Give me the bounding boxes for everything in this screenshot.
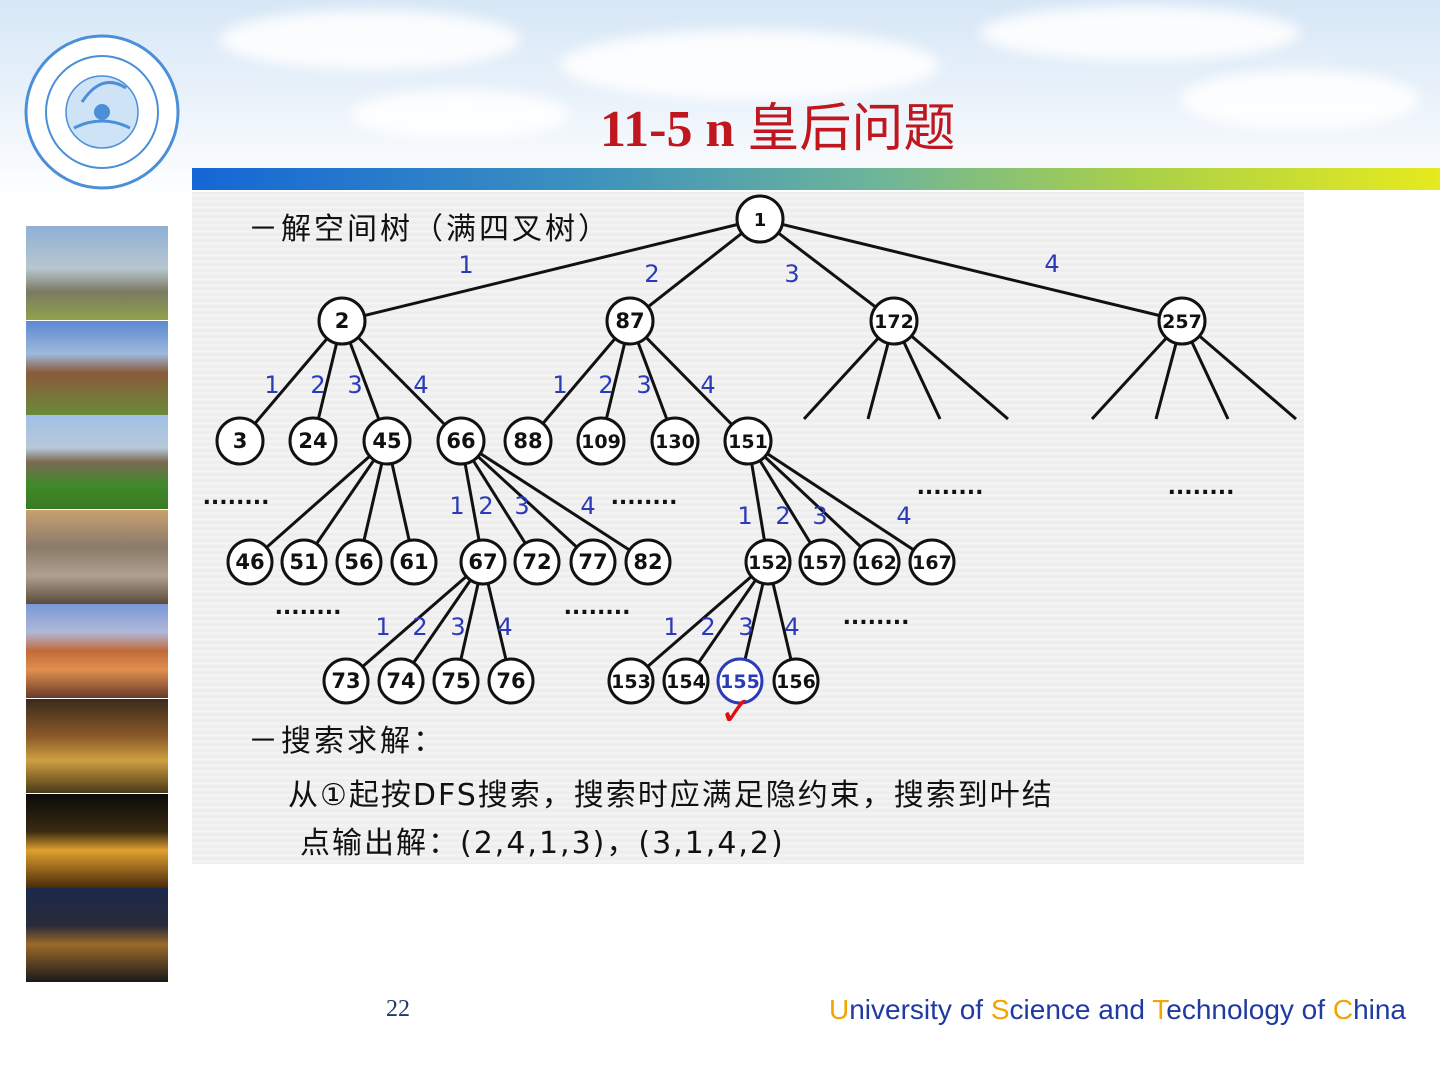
tree-node-label: 24 [298, 429, 327, 453]
edge-label: 2 [700, 613, 715, 641]
edge-label: 1 [449, 492, 464, 520]
footer-university-name: University of Science and Technology of … [829, 994, 1406, 1026]
edge-label: 2 [478, 492, 493, 520]
edge-label: 4 [497, 613, 512, 641]
edge-label: 2 [598, 371, 613, 399]
description-line-1: 从①起按DFS搜索，搜索时应满足隐约束，搜索到叶结 [288, 770, 1054, 814]
tree-node-label: 167 [912, 552, 952, 574]
tree-node-label: 82 [633, 550, 662, 574]
edge-label: 4 [1044, 250, 1059, 278]
tree-node-label: 51 [289, 550, 318, 574]
edge-label: 1 [375, 613, 390, 641]
tree-node-label: 75 [441, 669, 470, 693]
tree-node-label: 45 [372, 429, 401, 453]
tree-node-label: 152 [748, 552, 788, 574]
tree-node-label: 73 [331, 669, 360, 693]
ellipsis-marker: ........ [611, 485, 678, 510]
edge-label: 3 [784, 260, 799, 288]
edge-label: 2 [644, 260, 659, 288]
tree-node-label: 87 [615, 309, 644, 333]
tree-node-label: 2 [335, 309, 350, 333]
edge-label: 3 [636, 371, 651, 399]
tree-node-label: 74 [386, 669, 415, 693]
description-line-2: 点输出解：(2,4,1,3)，(3,1,4,2) [300, 818, 785, 862]
tree-node-label: 172 [874, 311, 914, 333]
heading-search: －搜索求解： [248, 716, 446, 760]
edge-label: 3 [514, 492, 529, 520]
edge-label: 3 [347, 371, 362, 399]
ellipsis-marker: ........ [1168, 475, 1235, 500]
tree-node-label: 156 [776, 671, 816, 693]
tree-node-label: 76 [496, 669, 525, 693]
tree-node-label: 157 [802, 552, 842, 574]
page-number: 22 [386, 996, 410, 1023]
edge-label: 1 [458, 251, 473, 279]
tree-node-label: 66 [446, 429, 475, 453]
edge-label: 2 [310, 371, 325, 399]
tree-node-label: 77 [578, 550, 607, 574]
tree-node-label: 72 [522, 550, 551, 574]
tree-node-label: 1 [754, 210, 767, 231]
ellipsis-marker: ........ [917, 475, 984, 500]
tree-node-label: 56 [344, 550, 373, 574]
tree-node-label: 153 [611, 671, 651, 693]
edge-label: 1 [264, 371, 279, 399]
tree-node-label: 162 [857, 552, 897, 574]
solution-check-icon: ✓ [719, 689, 753, 735]
ellipsis-marker: ........ [843, 605, 910, 630]
ellipsis-marker: ........ [275, 595, 342, 620]
tree-node-label: 151 [728, 431, 768, 453]
edge-label: 2 [775, 502, 790, 530]
edge-label: 4 [700, 371, 715, 399]
edge-label: 3 [812, 502, 827, 530]
heading-solution-tree: －解空间树（满四叉树） [248, 204, 611, 248]
tree-node-label: 46 [235, 550, 264, 574]
tree-edge [760, 219, 1182, 321]
tree-node-label: 257 [1162, 311, 1202, 333]
edge-label: 3 [450, 613, 465, 641]
tree-node-label: 130 [655, 431, 695, 453]
tree-node-label: 67 [468, 550, 497, 574]
edge-label: 4 [413, 371, 428, 399]
tree-node-label: 61 [399, 550, 428, 574]
edge-label: 1 [663, 613, 678, 641]
edge-label: 1 [737, 502, 752, 530]
tree-node-label: 154 [666, 671, 706, 693]
edge-label: 4 [896, 502, 911, 530]
tree-node-label: 109 [581, 431, 621, 453]
edge-label: 1 [552, 371, 567, 399]
ellipsis-marker: ........ [564, 595, 631, 620]
edge-label: 2 [412, 613, 427, 641]
tree-node-label: 3 [233, 429, 248, 453]
tree-node-label: 88 [513, 429, 542, 453]
edge-label: 4 [784, 613, 799, 641]
edge-label: 3 [738, 613, 753, 641]
ellipsis-marker: ........ [203, 485, 270, 510]
edge-label: 4 [580, 492, 595, 520]
